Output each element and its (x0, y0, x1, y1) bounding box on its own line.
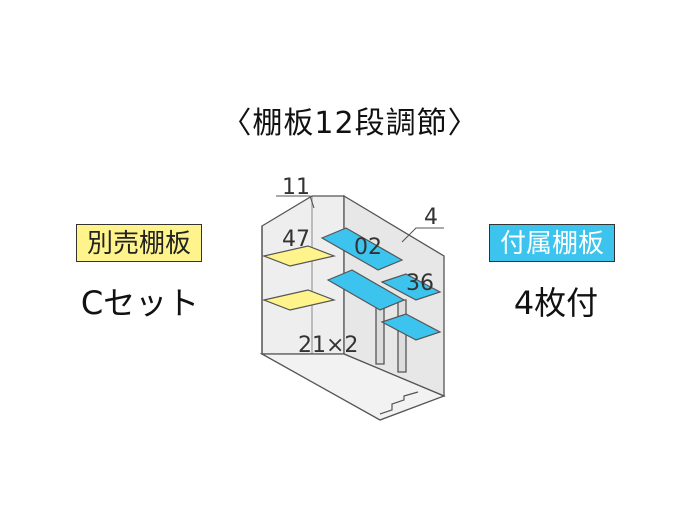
door-rail (379, 391, 419, 415)
page-title: 〈棚板12段調節〉 (221, 106, 479, 141)
label-top-left: 11 (282, 175, 310, 200)
included-shelves (320, 227, 442, 341)
label-shelf-b: 02 (354, 235, 382, 260)
included-shelf-badge: 付属棚板 (489, 224, 616, 262)
label-shelf-a: 47 (282, 227, 310, 252)
leader-lines (276, 195, 444, 243)
label-top-right: 4 (424, 205, 438, 230)
optional-shelf-badge: 別売棚板 (76, 224, 203, 262)
optional-shelves (261, 245, 337, 311)
optional-shelf-set: Cセット (80, 284, 200, 322)
included-shelf-count: 4枚付 (513, 284, 599, 322)
label-shelf-c: 36 (406, 271, 434, 296)
label-shelf-d: 21×2 (298, 333, 358, 358)
